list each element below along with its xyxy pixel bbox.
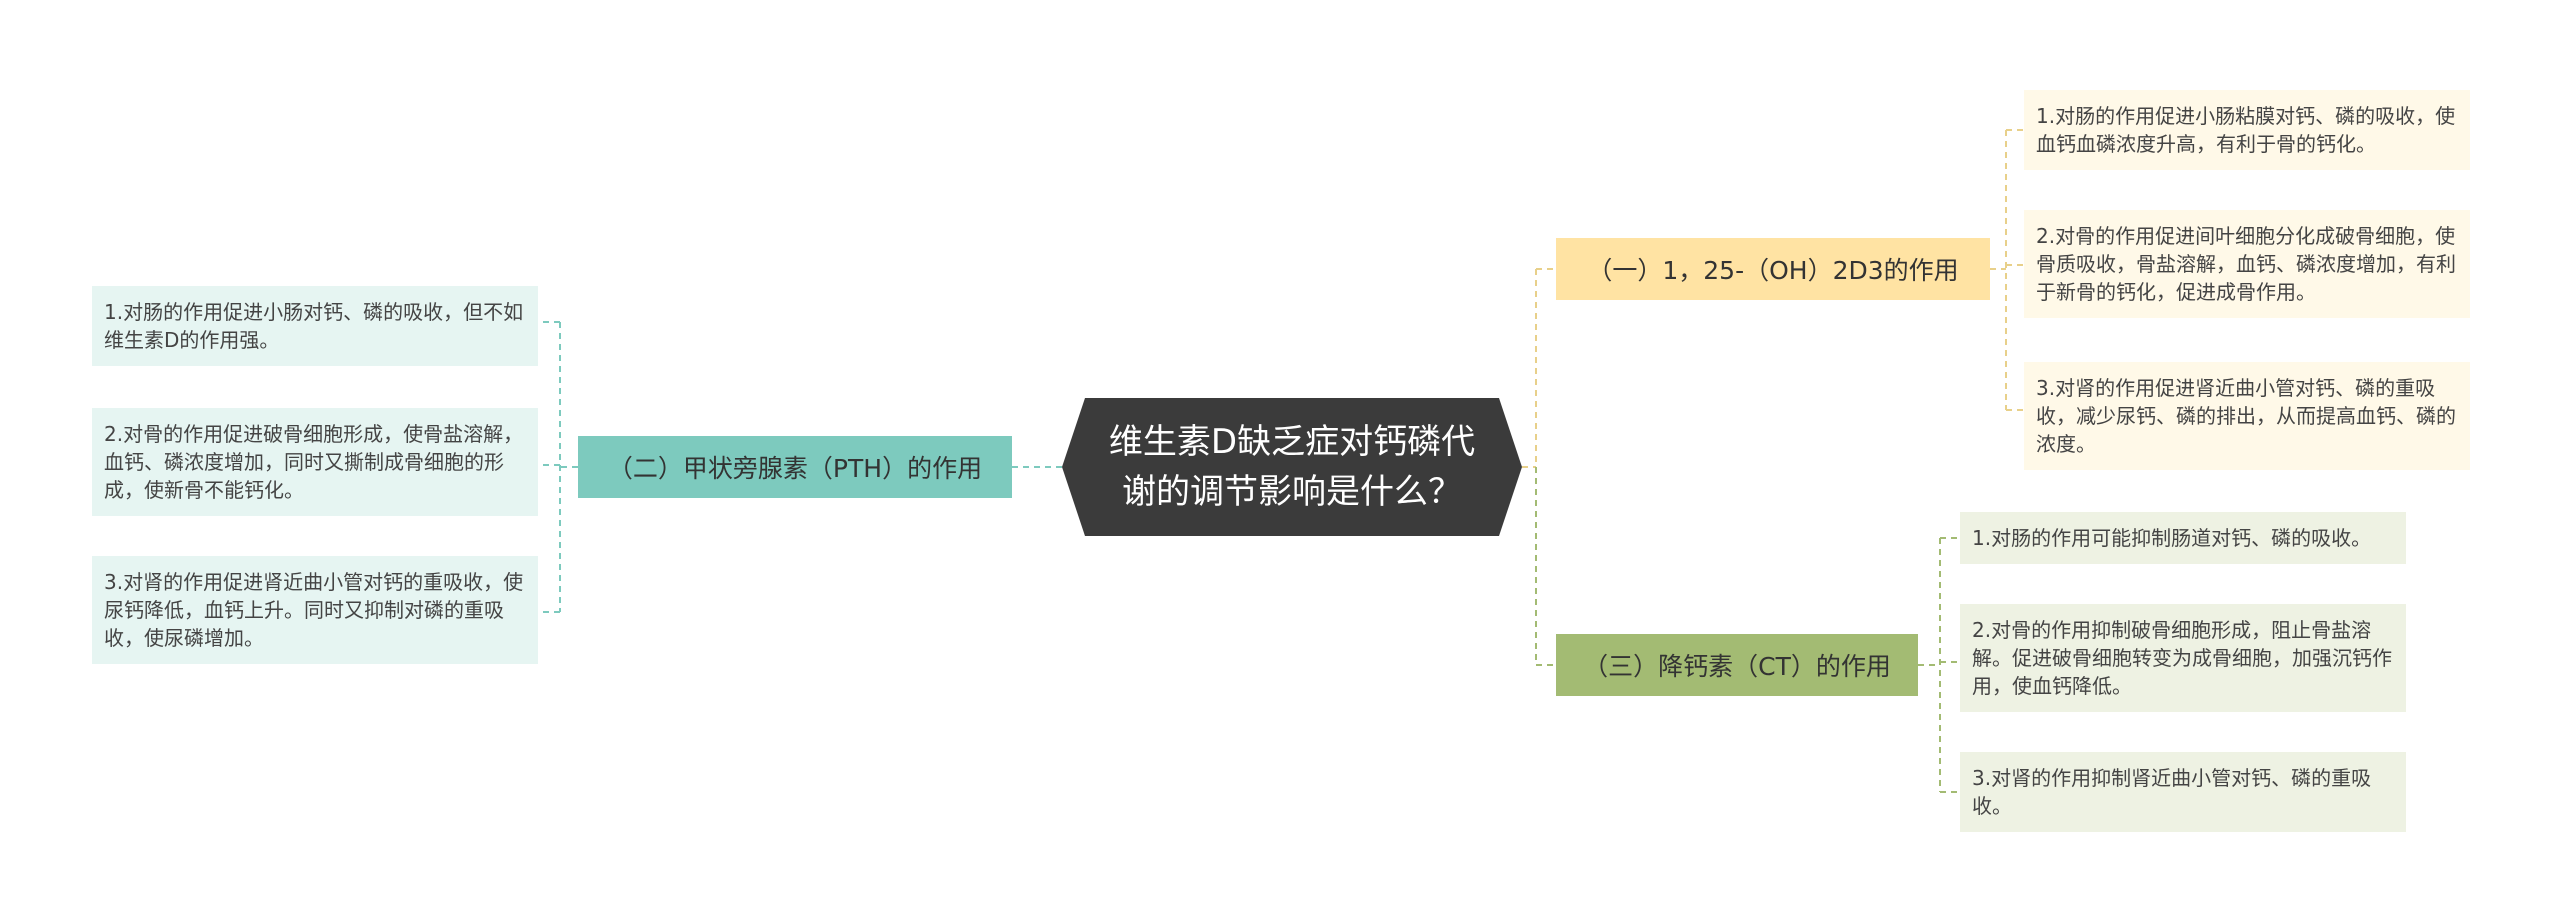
leaf-text: 3.对肾的作用抑制肾近曲小管对钙、磷的重吸收。 (1972, 766, 2372, 818)
branch-calcitriol-label: （一）1，25-（OH）2D3的作用 (1587, 256, 1959, 285)
connector-ct-leaves (1918, 537, 1960, 793)
connector-oh-leaves (1990, 129, 2024, 411)
leaf-calcitonin-3[interactable]: 3.对肾的作用抑制肾近曲小管对钙、磷的重吸收。 (1960, 752, 2406, 832)
leaf-text: 1.对肠的作用促进小肠对钙、磷的吸收，但不如维生素D的作用强。 (104, 300, 524, 352)
connector-pth-leaves (538, 321, 578, 613)
leaf-text: 2.对骨的作用促进间叶细胞分化成破骨细胞，使骨质吸收，骨盐溶解，血钙、磷浓度增加… (2036, 224, 2456, 304)
leaf-text: 2.对骨的作用促进破骨细胞形成，使骨盐溶解，血钙、磷浓度增加，同时又撕制成骨细胞… (104, 422, 524, 502)
branch-calcitonin[interactable]: （三）降钙素（CT）的作用 (1556, 634, 1918, 696)
connector-center-right (1522, 268, 1556, 665)
branch-calcitriol[interactable]: （一）1，25-（OH）2D3的作用 (1556, 238, 1990, 300)
leaf-calcitriol-3[interactable]: 3.对肾的作用促进肾近曲小管对钙、磷的重吸收，减少尿钙、磷的排出，从而提高血钙、… (2024, 362, 2470, 470)
central-topic[interactable]: 维生素D缺乏症对钙磷代谢的调节影响是什么？ (1062, 398, 1522, 536)
leaf-text: 1.对肠的作用可能抑制肠道对钙、磷的吸收。 (1972, 526, 2372, 550)
central-topic-text: 维生素D缺乏症对钙磷代谢的调节影响是什么？ (1108, 422, 1476, 512)
branch-calcitonin-label: （三）降钙素（CT）的作用 (1583, 652, 1891, 681)
leaf-calcitonin-2[interactable]: 2.对骨的作用抑制破骨细胞形成，阻止骨盐溶解。促进破骨细胞转变为成骨细胞，加强沉… (1960, 604, 2406, 712)
leaf-text: 1.对肠的作用促进小肠粘膜对钙、磷的吸收，使血钙血磷浓度升高，有利于骨的钙化。 (2036, 104, 2456, 156)
leaf-calcitriol-2[interactable]: 2.对骨的作用促进间叶细胞分化成破骨细胞，使骨质吸收，骨盐溶解，血钙、磷浓度增加… (2024, 210, 2470, 318)
leaf-pth-3[interactable]: 3.对肾的作用促进肾近曲小管对钙的重吸收，使尿钙降低，血钙上升。同时又抑制对磷的… (92, 556, 538, 664)
leaf-text: 3.对肾的作用促进肾近曲小管对钙的重吸收，使尿钙降低，血钙上升。同时又抑制对磷的… (104, 570, 524, 650)
branch-pth[interactable]: （二）甲状旁腺素（PTH）的作用 (578, 436, 1012, 498)
leaf-text: 2.对骨的作用抑制破骨细胞形成，阻止骨盐溶解。促进破骨细胞转变为成骨细胞，加强沉… (1972, 618, 2392, 698)
branch-pth-label: （二）甲状旁腺素（PTH）的作用 (607, 454, 983, 483)
leaf-calcitonin-1[interactable]: 1.对肠的作用可能抑制肠道对钙、磷的吸收。 (1960, 512, 2406, 564)
leaf-pth-1[interactable]: 1.对肠的作用促进小肠对钙、磷的吸收，但不如维生素D的作用强。 (92, 286, 538, 366)
leaf-calcitriol-1[interactable]: 1.对肠的作用促进小肠粘膜对钙、磷的吸收，使血钙血磷浓度升高，有利于骨的钙化。 (2024, 90, 2470, 170)
leaf-text: 3.对肾的作用促进肾近曲小管对钙、磷的重吸收，减少尿钙、磷的排出，从而提高血钙、… (2036, 376, 2456, 456)
connector-center-ct (1535, 467, 1556, 666)
leaf-pth-2[interactable]: 2.对骨的作用促进破骨细胞形成，使骨盐溶解，血钙、磷浓度增加，同时又撕制成骨细胞… (92, 408, 538, 516)
